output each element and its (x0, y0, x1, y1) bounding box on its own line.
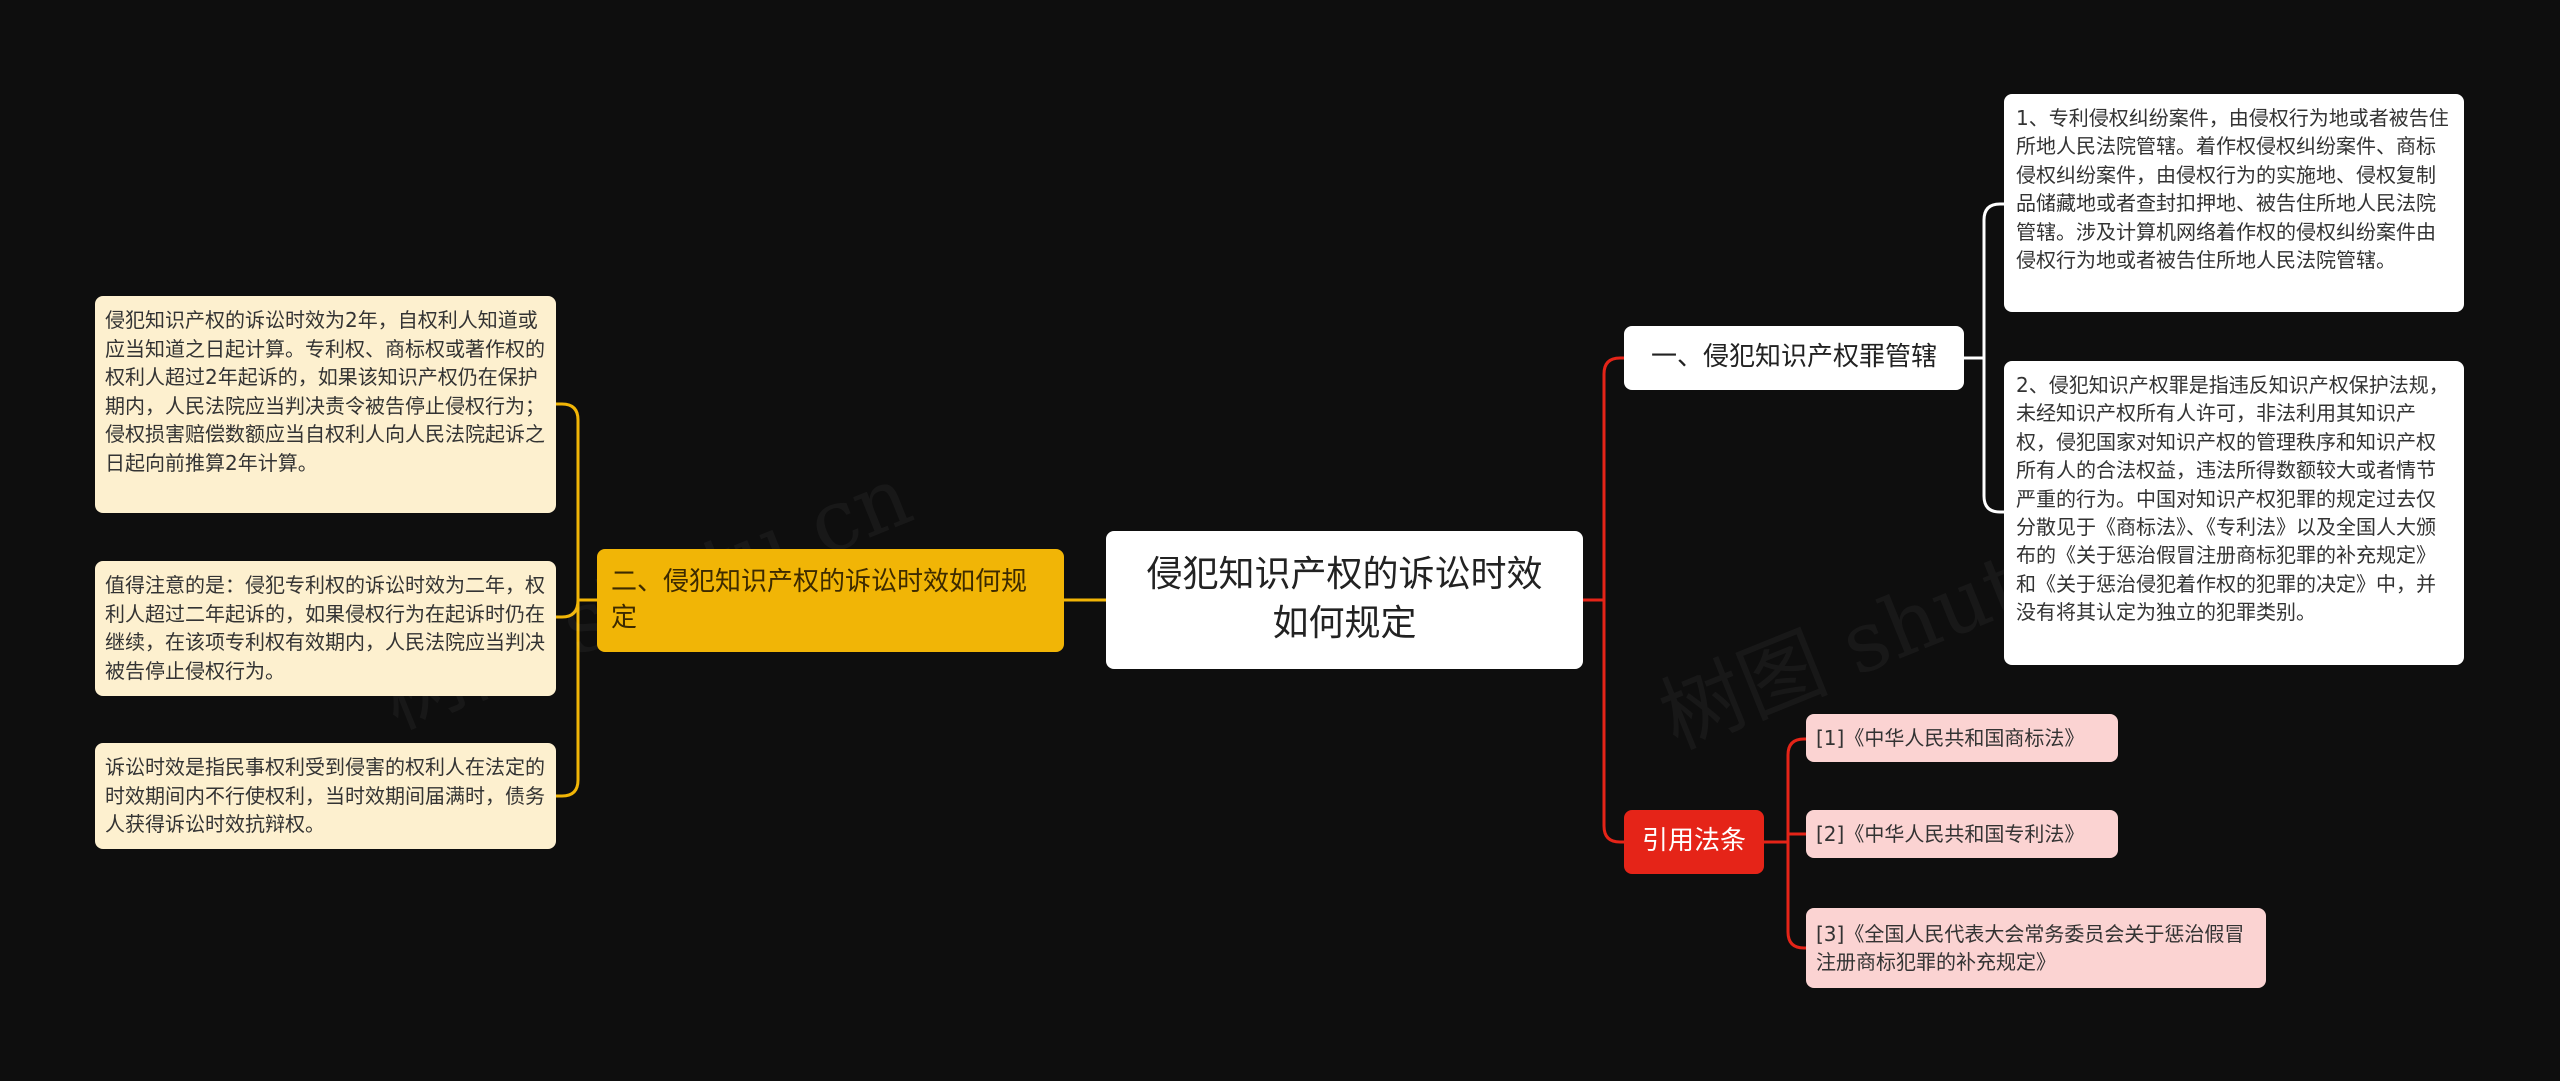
citation-text: [3]《全国人民代表大会常务委员会关于惩治假冒注册商标犯罪的补充规定》 (1816, 922, 2245, 974)
connector-r2-bracket (1764, 737, 1806, 950)
citation-text: [1]《中华人民共和国商标法》 (1816, 726, 2085, 750)
citation-item-2[interactable]: [2]《中华人民共和国专利法》 (1806, 810, 2118, 858)
right-leaf-2[interactable]: 2、侵犯知识产权罪是指违反知识产权保护法规，未经知识产权所有人许可，非法利用其知… (2004, 361, 2464, 665)
left-leaf-2[interactable]: 值得注意的是：侵犯专利权的诉讼时效为二年，权利人超过二年起诉的，如果侵权行为在起… (95, 561, 556, 696)
right-branch-citations-label: 引用法条 (1641, 826, 1746, 857)
citation-item-3[interactable]: [3]《全国人民代表大会常务委员会关于惩治假冒注册商标犯罪的补充规定》 (1806, 908, 2266, 988)
connector-r1-bracket (1964, 202, 2004, 514)
root-topic[interactable]: 侵犯知识产权的诉讼时效如何规定 (1106, 531, 1583, 669)
citation-text: [2]《中华人民共和国专利法》 (1816, 822, 2085, 846)
left-leaf-text: 值得注意的是：侵犯专利权的诉讼时效为二年，权利人超过二年起诉的，如果侵权行为在起… (105, 573, 545, 683)
left-leaf-1[interactable]: 侵犯知识产权的诉讼时效为2年，自权利人知道或应当知道之日起计算。专利权、商标权或… (95, 296, 556, 513)
connector-root-right (1583, 356, 1624, 844)
right-leaf-text: 2、侵犯知识产权罪是指违反知识产权保护法规，未经知识产权所有人许可，非法利用其知… (2016, 373, 2449, 625)
right-branch-jurisdiction[interactable]: 一、侵犯知识产权罪管辖 (1624, 326, 1964, 390)
citation-item-1[interactable]: [1]《中华人民共和国商标法》 (1806, 714, 2118, 762)
left-branch-topic[interactable]: 二、侵犯知识产权的诉讼时效如何规定 (597, 549, 1064, 652)
left-leaf-text: 侵犯知识产权的诉讼时效为2年，自权利人知道或应当知道之日起计算。专利权、商标权或… (105, 308, 545, 475)
root-topic-label: 侵犯知识产权的诉讼时效如何规定 (1146, 554, 1543, 644)
left-leaf-text: 诉讼时效是指民事权利受到侵害的权利人在法定的时效期间内不行使权利，当时效期间届满… (105, 755, 545, 837)
right-leaf-text: 1、专利侵权纠纷案件，由侵权行为地或者被告住所地人民法院管辖。着作权侵权纠纷案件… (2016, 106, 2449, 272)
left-branch-label: 二、侵犯知识产权的诉讼时效如何规定 (611, 566, 1028, 633)
left-leaf-3[interactable]: 诉讼时效是指民事权利受到侵害的权利人在法定的时效期间内不行使权利，当时效期间届满… (95, 743, 556, 849)
connector-left-bracket (556, 402, 597, 798)
right-leaf-1[interactable]: 1、专利侵权纠纷案件，由侵权行为地或者被告住所地人民法院管辖。着作权侵权纠纷案件… (2004, 94, 2464, 312)
right-branch-jurisdiction-label: 一、侵犯知识产权罪管辖 (1650, 342, 1937, 373)
right-branch-citations[interactable]: 引用法条 (1624, 810, 1764, 874)
